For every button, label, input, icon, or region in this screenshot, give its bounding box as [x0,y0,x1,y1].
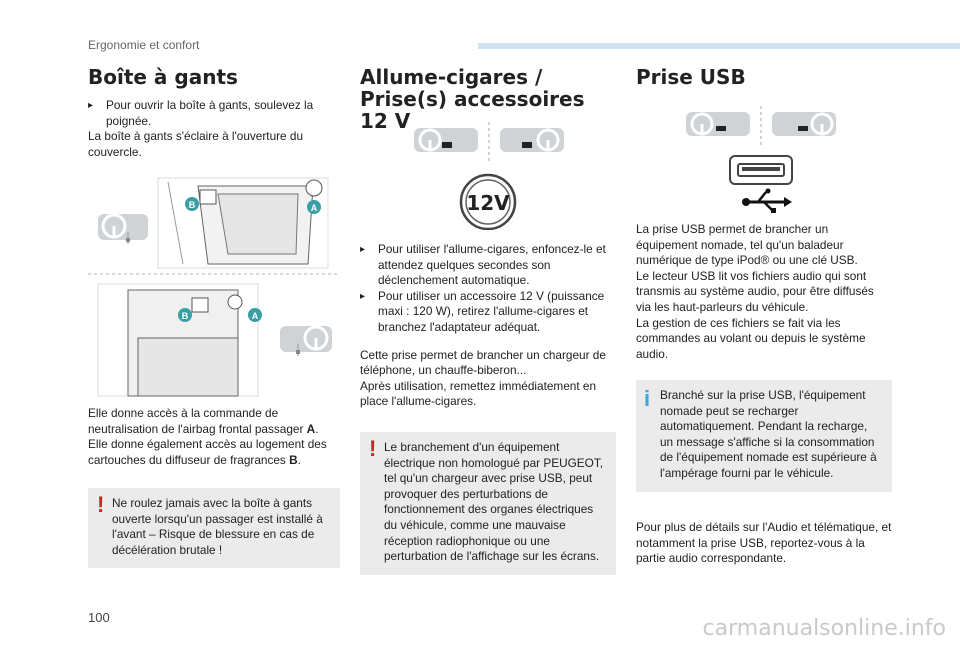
usb-port-icon [729,155,793,185]
steering-wheel-icon [414,128,478,152]
lighter-bullet-1: ▸ Pour utiliser l'allume-cigares, enfonc… [360,242,606,288]
12v-socket-icon: 12V [459,173,517,230]
usb-p3: La gestion de ces fichiers se fait via l… [636,315,866,361]
callout-b-lower-label: B [182,311,189,321]
glovebox-p1: La boîte à gants s'éclaire à l'ouverture… [88,129,304,159]
lighter-title: Allume-cigares / Prise(s) accessoires 12… [360,65,585,133]
lighter-p2: Après utilisation, remettez immédiatemen… [360,378,597,409]
warning-icon: ! [369,436,377,461]
lighter-warning: ! Le branchement d'un équipement électri… [360,432,616,575]
page-number: 100 [88,610,110,625]
steering-wheel-right-icon [500,128,564,152]
callout-a-lower-icon: A [248,308,262,322]
ref-b: B [289,452,298,467]
glovebox-section: Boîte à gants ▸ Pour ouvrir la boîte à g… [88,66,340,160]
glovebox-warning-text: Ne roulez jamais avec la boîte à gants o… [112,496,323,557]
glovebox-closed-drawing [97,283,259,397]
lighter-bullet-2: ▸ Pour utiliser un accessoire 12 V (puis… [360,288,605,334]
bullet-marker-icon: ▸ [88,100,94,111]
usb-p1: La prise USB permet de brancher un équip… [636,222,858,268]
lighter-illustration: 12V [414,122,564,230]
usb-section: Prise USB [636,66,892,88]
usb-info-text: Branché sur la prise USB, l'équipement n… [660,388,877,480]
lighter-p1: Cette prise permet de brancher un charge… [360,347,606,378]
callout-b-icon: B [185,197,199,211]
callout-b-lower-icon: B [178,308,192,322]
steering-wheel-icon [98,213,148,244]
steering-wheel-icon [686,112,750,136]
callout-b-label: B [189,200,196,210]
glovebox-p2: Elle donne accès à la commande de neutra… [88,406,327,467]
ref-a: A [306,421,316,436]
usb-info: i Branché sur la prise USB, l'équipement… [636,380,892,492]
info-icon: i [644,386,651,411]
usb-p4: Pour plus de détails sur l'Audio et télé… [636,520,892,566]
steering-wheel-right-icon [772,112,836,136]
section-header: Ergonomie et confort [88,38,200,52]
usb-illustration [686,106,836,213]
steering-wheel-right-icon [280,325,332,356]
lighter-bullets: ▸ Pour utiliser l'allume-cigares, enfonc… [360,242,616,410]
socket-label: 12V [466,191,510,215]
callout-a-label: A [311,203,318,213]
section-header-bar [478,43,960,49]
usb-p2: Le lecteur USB lit vos fichiers audio qu… [636,268,874,314]
usb-title: Prise USB [636,65,746,89]
glovebox-bullet-text: Pour ouvrir la boîte à gants, soulevez l… [106,98,314,128]
lighter-warning-text: Le branchement d'un équipement électriqu… [384,440,604,564]
lighter-section: Allume-cigares / Prise(s) accessoires 12… [360,66,616,132]
glovebox-open-drawing [157,177,329,269]
bullet-marker-icon: ▸ [360,244,366,255]
glovebox-title: Boîte à gants [88,65,238,89]
usb-body: La prise USB permet de brancher un équip… [636,222,892,362]
bullet-marker-icon: ▸ [360,290,366,302]
glovebox-warning: ! Ne roulez jamais avec la boîte à gants… [88,488,340,569]
watermark: carmanualsonline.info [702,616,946,641]
callout-a-icon: A [307,200,321,214]
callout-a-lower-label: A [252,311,259,321]
usb-symbol-icon [742,188,792,213]
warning-icon: ! [97,492,105,517]
glovebox-illustration: B A B A [88,177,340,397]
glovebox-bullet: ▸ Pour ouvrir la boîte à gants, soulevez… [88,98,340,129]
